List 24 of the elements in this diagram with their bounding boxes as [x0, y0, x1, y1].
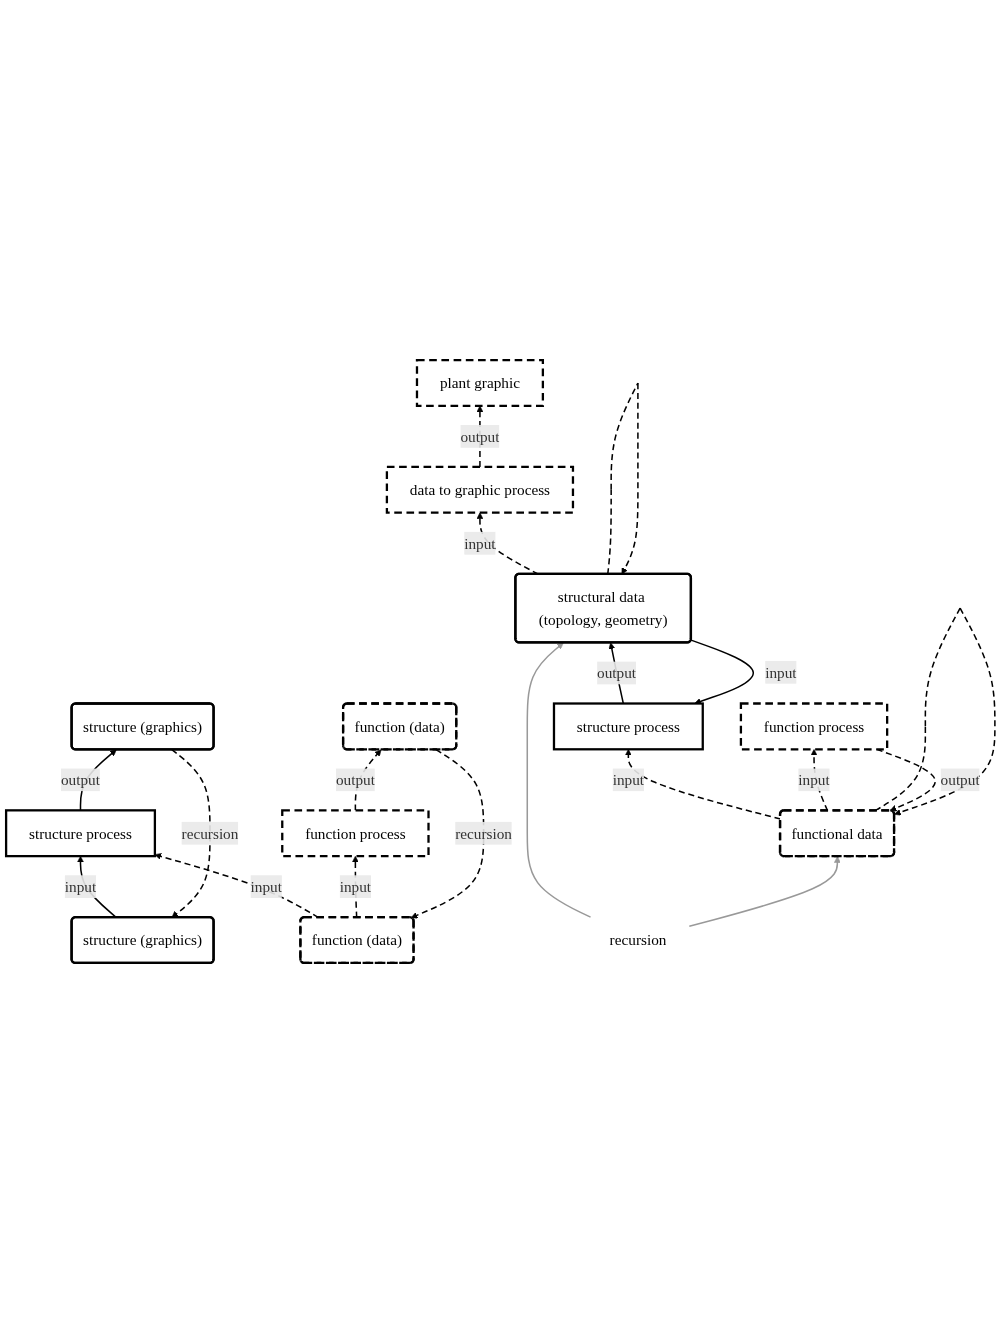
edge-label: recursion	[455, 825, 513, 843]
node-box: function process	[739, 702, 889, 751]
edge-label: input	[464, 535, 496, 553]
edge-label: input	[798, 771, 830, 789]
edge-label: recursion	[181, 825, 239, 843]
arrow	[410, 749, 485, 919]
arrow	[526, 643, 592, 919]
edge-label: input	[339, 878, 372, 896]
edge-label: input	[250, 878, 282, 896]
node-box: data to graphic process	[385, 466, 575, 515]
edge-label: output	[597, 665, 637, 682]
edge-label: output	[940, 771, 980, 789]
node-box: function process	[281, 809, 430, 858]
edge-label: input	[765, 664, 797, 682]
arrow	[688, 856, 841, 928]
edge-label: output	[60, 771, 100, 789]
node-box: structure process	[552, 702, 704, 751]
edge-label: input	[612, 771, 645, 789]
node-box: plant graphic	[415, 359, 545, 408]
edge-label: output	[460, 428, 500, 446]
node-text: recursion	[609, 932, 667, 949]
edge-label: input	[64, 878, 97, 896]
edge-label: output	[335, 771, 375, 789]
node-box: structure process	[4, 809, 157, 858]
